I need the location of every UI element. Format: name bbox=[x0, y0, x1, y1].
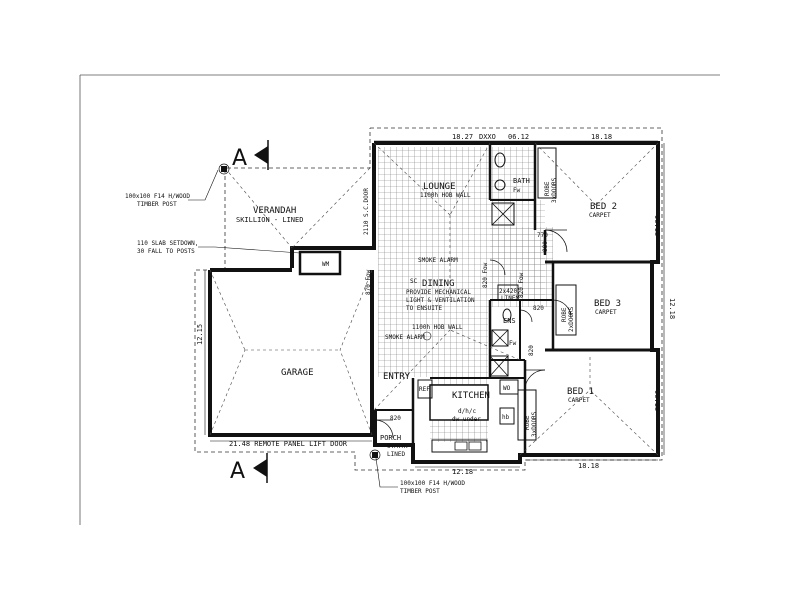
lounge-label: LOUNGE bbox=[423, 182, 456, 192]
post-circle-top bbox=[218, 163, 230, 175]
door-820b-label: 820 Fow bbox=[518, 272, 525, 298]
roof-outline bbox=[194, 127, 663, 471]
fan-symbol bbox=[422, 331, 432, 341]
dim-garage-side: 12.15 bbox=[196, 324, 204, 345]
wm-label: WM bbox=[322, 261, 330, 268]
robe2-label-1: ROBE bbox=[544, 181, 551, 196]
bed2-sub: CARPET bbox=[589, 212, 611, 219]
lounge-hob-label: 1100h HOB WALL bbox=[420, 192, 471, 199]
linen-label-1: 2x420 bbox=[499, 288, 517, 295]
dim-right-upper: 06.18 bbox=[653, 215, 661, 236]
post-marker bbox=[372, 452, 378, 458]
smoke-alarm-label-1: SMOKE ALARM bbox=[418, 257, 458, 264]
section-marker-bottom: A bbox=[230, 453, 268, 484]
post-circle-bottom bbox=[369, 449, 381, 461]
dim-garage-door: 21.48 REMOTE PANEL LIFT DOOR bbox=[229, 440, 348, 448]
timber-post-note-top-l1: 100x100 F14 H/WOOD bbox=[125, 193, 190, 200]
wet-tiles bbox=[490, 147, 535, 202]
dining-note-3: TO ENSUITE bbox=[406, 305, 443, 312]
verandah-sub-label: SKILLION - LINED bbox=[236, 216, 303, 224]
verandah-label: VERANDAH bbox=[253, 206, 296, 216]
smoke-alarm-label-2: SMOKE ALARM bbox=[385, 334, 425, 341]
hob-wall-label-2: 1100h HOB WALL bbox=[412, 324, 463, 331]
section-letter-bottom: A bbox=[230, 459, 245, 484]
fw-label-2: Fw bbox=[509, 340, 517, 347]
dimension-lines bbox=[204, 140, 665, 468]
dim-top-dxxo: DXXO bbox=[479, 133, 496, 141]
bed3-sub: CARPET bbox=[595, 309, 617, 316]
door-820c-label: 820 bbox=[528, 345, 535, 356]
garage-label: GARAGE bbox=[281, 368, 314, 378]
bath-label: BATH bbox=[513, 177, 530, 185]
dim-top-0612: 06.12 bbox=[508, 133, 529, 141]
robe1-label-1: ROBE bbox=[524, 415, 531, 430]
dining-label: DINING bbox=[422, 279, 455, 289]
dim-top-right: 18.18 bbox=[591, 133, 612, 141]
section-arrow-top-icon bbox=[254, 146, 268, 164]
kitchen-label: KITCHEN bbox=[452, 391, 490, 401]
ref-label: REF bbox=[419, 386, 430, 393]
entry-label: ENTRY bbox=[383, 372, 411, 382]
timber-post-note-top-l2: TIMBER POST bbox=[137, 201, 177, 208]
section-letter-top: A bbox=[232, 146, 247, 171]
lounge-tiles bbox=[378, 147, 490, 227]
robe1-label-2: 3xDOORS bbox=[531, 411, 538, 437]
bed3-label: BED 3 bbox=[594, 299, 621, 309]
door-820e-label: 820 bbox=[390, 415, 401, 422]
ens-label: ENS bbox=[503, 317, 516, 325]
dim-right-lower: 06.18 bbox=[653, 390, 661, 411]
timber-post-note-bottom-l1: 100x100 F14 H/WOOD bbox=[400, 480, 465, 487]
slab-setdown-note-l1: 110 SLAB SETDOWN, bbox=[137, 240, 198, 247]
dim-right-mid: 12.18 bbox=[668, 298, 676, 319]
bed1-sub: CARPET bbox=[568, 397, 590, 404]
door-870-label: 870 Fow bbox=[365, 269, 372, 295]
door-770-label: 770 bbox=[537, 232, 548, 239]
dim-bottom-kitchen: 12.18 bbox=[452, 468, 473, 476]
porch-label: PORCH bbox=[380, 434, 401, 442]
fw-label-1: Fw bbox=[513, 187, 521, 194]
section-arrow-bottom-icon bbox=[253, 459, 267, 477]
door-880-label: 880 bbox=[542, 241, 549, 252]
slab-setdown-note-l2: 30 FALL TO POSTS bbox=[137, 248, 195, 255]
sc-door-label: 2110 S.C.DOOR bbox=[363, 188, 370, 235]
hb-label: hb bbox=[502, 414, 510, 421]
linen-label-2: LINEN bbox=[501, 295, 519, 302]
door-820d-label: 820 bbox=[533, 305, 544, 312]
wo-label: WO bbox=[503, 385, 511, 392]
dining-note-2: LIGHT & VENTILATION bbox=[406, 297, 475, 304]
robe2-label-2: 3xDOORS bbox=[551, 177, 558, 203]
sc-label: SC bbox=[410, 278, 418, 285]
timber-post-note-bottom-l2: TIMBER POST bbox=[400, 488, 440, 495]
dining-note-1: PROVIDE MECHANICAL bbox=[406, 289, 471, 296]
robe3-label-2: 2xDOORS bbox=[568, 306, 575, 332]
section-marker-top: A bbox=[232, 140, 269, 171]
dining2-tiles bbox=[378, 307, 488, 377]
bed1-label: BED 1 bbox=[567, 387, 594, 397]
porch-sub-1: U.M.R. bbox=[387, 443, 409, 450]
dim-top-left: 18.27 bbox=[452, 133, 473, 141]
leader-lines bbox=[188, 169, 398, 488]
kitchen-note-2: dw under bbox=[452, 416, 481, 423]
post-marker bbox=[221, 166, 227, 172]
door-swings bbox=[374, 229, 572, 439]
dim-bottom-bed1: 18.18 bbox=[578, 462, 599, 470]
door-820a-label: 820 Fow bbox=[482, 262, 489, 288]
roof-hips bbox=[209, 142, 659, 456]
bed2-label: BED 2 bbox=[590, 202, 617, 212]
timber-posts bbox=[221, 166, 378, 458]
robe3-label-1: ROBE bbox=[561, 307, 568, 322]
porch-sub-2: LINED bbox=[387, 451, 405, 458]
kitchen-note-1: d/h/c bbox=[458, 408, 476, 415]
